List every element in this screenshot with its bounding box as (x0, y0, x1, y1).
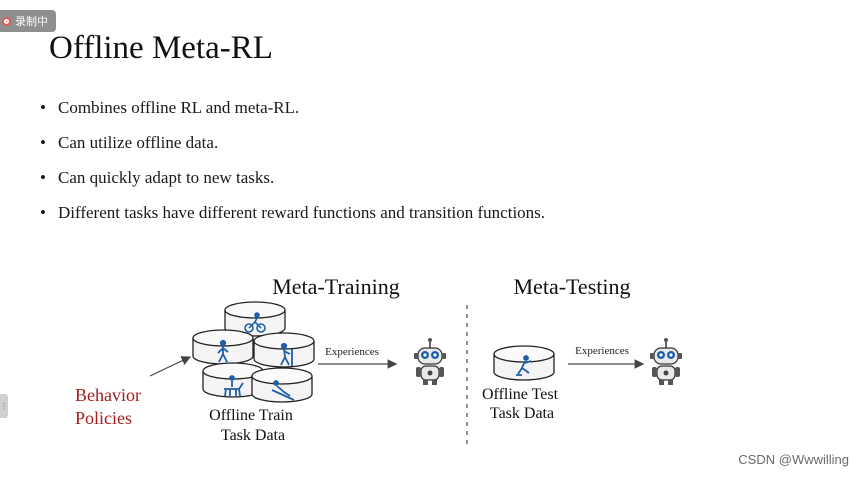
test-label-line2: Task Data (490, 405, 554, 422)
slide-title: Offline Meta-RL (49, 30, 273, 66)
robot-icon (413, 337, 447, 386)
bullet-item: •Different tasks have different reward f… (40, 203, 546, 222)
walker-icon (217, 339, 229, 363)
train-data-label: Offline Train Task Data (209, 407, 297, 444)
bullet-list: •Combines offline RL and meta-RL. •Can u… (40, 98, 545, 238)
side-panel-handle[interactable]: ⋮ (0, 394, 8, 418)
behavior-arrow (149, 356, 192, 377)
meta-training-heading: Meta-Training (272, 274, 400, 299)
train-cylinder (251, 367, 313, 403)
train-cylinder (224, 301, 286, 337)
train-experiences-label: Experiences (325, 346, 379, 358)
behavior-policies-label: Behavior Policies (75, 385, 145, 428)
bullet-item: •Can utilize offline data. (40, 133, 219, 152)
skater-icon (516, 355, 532, 376)
train-cylinder (253, 332, 315, 368)
bullet-text: Can quickly adapt to new tasks. (58, 168, 275, 187)
robot-icon (649, 337, 683, 386)
bullet-text: Can utilize offline data. (58, 133, 219, 152)
bullet-item: •Combines offline RL and meta-RL. (40, 98, 300, 117)
csdn-watermark: CSDN @Wwwilling (738, 452, 849, 467)
horse-rider-icon (224, 375, 244, 397)
recording-label: 录制中 (15, 15, 48, 28)
cyclist-icon (244, 312, 266, 333)
skier-icon (271, 380, 295, 401)
train-cylinder (192, 329, 254, 365)
behavior-label-line2: Policies (75, 408, 132, 428)
train-cylinder (202, 362, 264, 398)
hiker-icon (280, 342, 293, 366)
bullet-item: •Can quickly adapt to new tasks. (40, 168, 275, 187)
meta-testing-heading: Meta-Testing (514, 274, 631, 299)
test-data-label: Offline Test Task Data (482, 386, 562, 422)
grip-icon: ⋮ (0, 401, 8, 411)
train-label-line2: Task Data (221, 427, 285, 444)
test-cylinder (493, 345, 555, 381)
recording-indicator[interactable]: 录制中 (0, 10, 56, 32)
behavior-label-line1: Behavior (75, 385, 141, 405)
bullet-text: Combines offline RL and meta-RL. (58, 98, 300, 117)
bullet-text: Different tasks have different reward fu… (58, 203, 546, 222)
test-experiences-label: Experiences (575, 345, 629, 357)
train-label-line1: Offline Train (209, 407, 293, 424)
record-icon (2, 16, 11, 26)
test-label-line1: Offline Test (482, 386, 559, 403)
